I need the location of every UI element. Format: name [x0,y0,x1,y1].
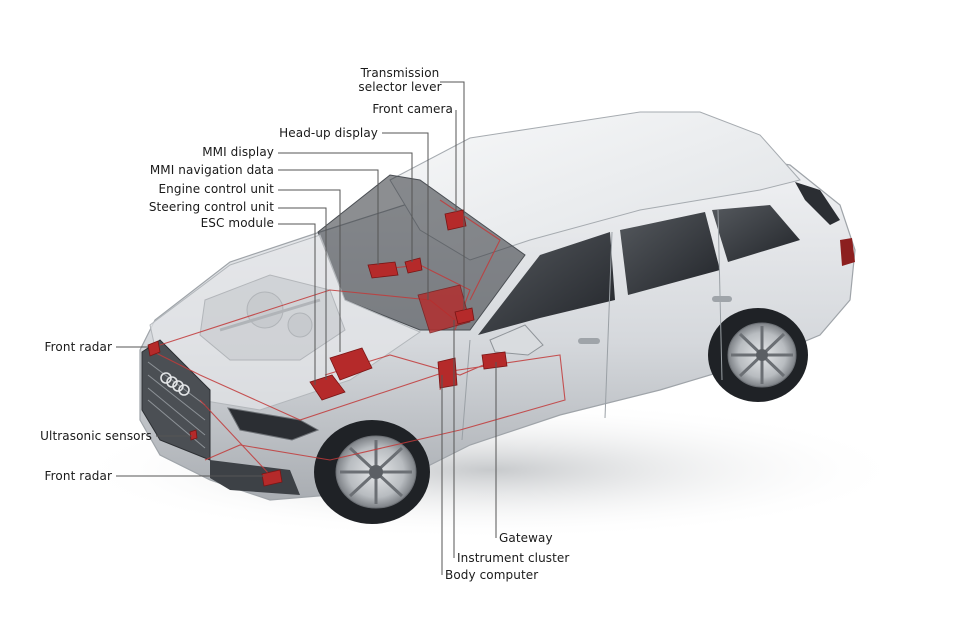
leader-head-up [382,132,429,300]
rear-spoiler [795,182,840,225]
label-front-camera: Front camera [372,102,453,116]
front-wheel [314,420,430,524]
label-steering-control-unit: Steering control unit [148,200,274,214]
rear-side-window [620,212,720,295]
label-instrument-cluster: Instrument cluster [457,551,570,565]
door-handles [578,296,732,344]
component-mmi-display [404,257,423,274]
label-engine-control-unit: Engine control unit [158,182,274,196]
components [147,209,508,487]
rear-wheel [708,308,808,402]
front-bumper-lower [210,460,300,495]
component-engine-control-unit [329,347,373,381]
brand-rings-logo [160,372,190,396]
label-transmission-selector-lever: Transmission selector lever [358,66,442,94]
label-mmi-display: MMI display [202,145,274,159]
component-gateway [481,351,508,370]
component-head-up [444,209,467,231]
tail-light [840,238,855,266]
door-seams [461,209,723,441]
leader-engine-control [278,189,341,352]
rear-quarter-window [712,205,800,262]
component-esc-module [309,374,346,401]
label-front-radar-bottom: Front radar [44,469,112,483]
engine-block [199,274,346,361]
component-transmission [454,307,475,325]
leader-esc [278,223,316,385]
component-mmi-navigation [367,261,399,279]
label-front-radar-top: Front radar [44,340,112,354]
label-body-computer: Body computer [445,568,539,582]
label-ultrasonic-sensors: Ultrasonic sensors [40,429,152,443]
headlight [227,407,320,441]
side-mirror [489,324,544,356]
label-gateway: Gateway [499,531,553,545]
front-side-window [478,232,615,335]
label-head-up-display: Head-up display [279,126,378,140]
component-front-radar-bottom [261,469,283,487]
component-ultrasonic [189,429,198,441]
component-body-computer [437,357,458,389]
leader-lines [116,81,497,575]
label-mmi-navigation-data: MMI navigation data [149,163,274,177]
leader-transmission [440,81,465,310]
leader-mmi-display [278,152,413,262]
label-esc-module: ESC module [200,216,274,230]
leader-steering [278,207,327,380]
component-front-radar-top [147,340,161,357]
leader-mmi-navigation [278,169,379,265]
